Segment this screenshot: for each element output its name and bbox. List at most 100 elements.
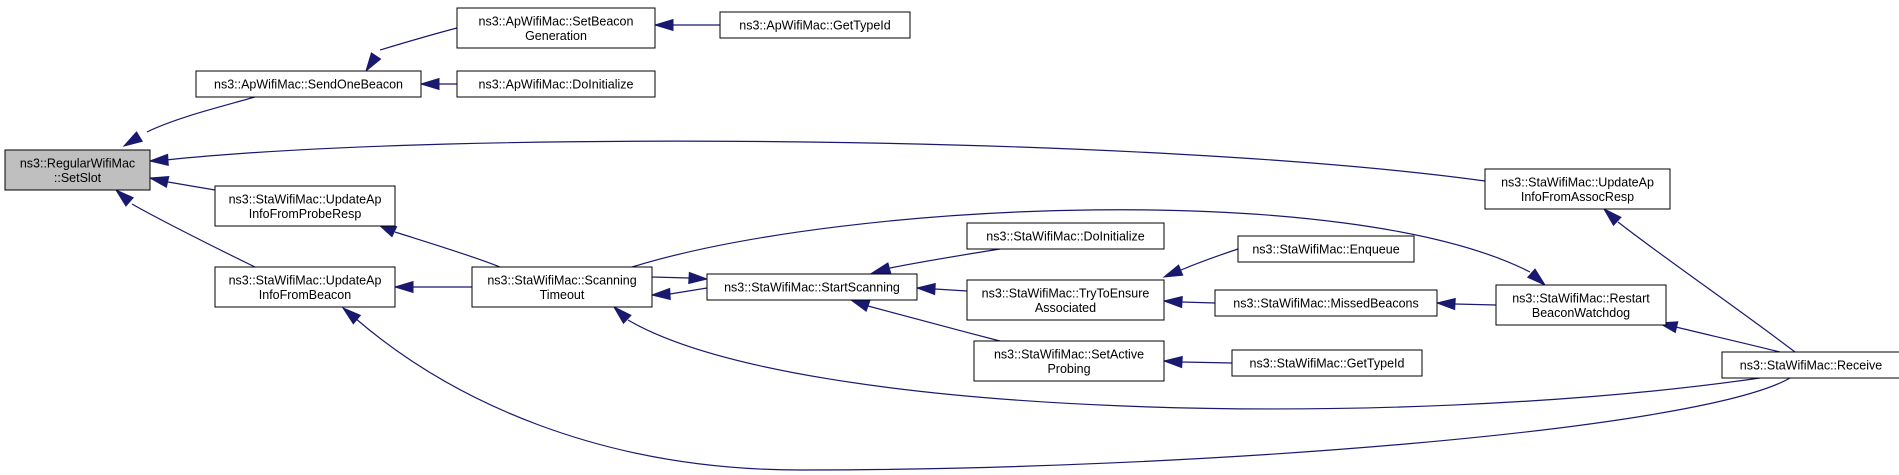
function-node[interactable]: ns3::ApWifiMac::GetTypeId [719,11,911,39]
edge-n9-to-n8 [650,287,708,301]
function-node[interactable]: ns3::StaWifiMac::MissedBeacons [1214,289,1438,317]
function-node[interactable]: ns3::StaWifiMac::UpdateApInfoFromAssocRe… [1484,168,1671,210]
arrowhead-icon [849,299,871,312]
arrowhead-icon [1162,355,1183,369]
node-label: ns3::StaWifiMac::UpdateAp [1501,175,1654,189]
arrowhead-icon [148,175,170,189]
function-node[interactable]: ns3::StaWifiMac::StartScanning [706,273,918,301]
node-label: BeaconWatchdog [1532,306,1630,320]
edge-n4-to-n1 [419,77,457,91]
node-box [966,222,1165,250]
node-box [214,266,396,308]
edge-n6-to-n0 [148,175,216,191]
node-label: ns3::StaWifiMac::StartScanning [724,281,900,295]
node-label: ns3::ApWifiMac::SetBeacon [479,14,634,28]
function-node[interactable]: ns3::ApWifiMac::SendOneBeacon [195,70,422,98]
edge-line [1675,326,1781,353]
function-node[interactable]: ns3::StaWifiMac::UpdateApInfoFromProbeRe… [214,185,396,227]
node-label: ns3::StaWifiMac::UpdateAp [229,273,382,287]
edge-n7-to-n0 [114,188,256,268]
edge-n8-to-n9 [651,271,709,285]
node-label: InfoFromAssocResp [1521,190,1634,204]
edge-line [1181,301,1216,304]
edge-n17-to-n7 [341,306,1791,471]
edge-n8-to-n16 [631,209,1547,287]
edge-n13-to-n11 [1162,248,1239,278]
node-box [456,70,656,98]
node-label: ns3::ApWifiMac::SendOneBeacon [214,78,403,92]
edge-line [1180,248,1239,271]
node-label: Probing [1047,362,1090,376]
node-label: ns3::StaWifiMac::UpdateAp [229,192,382,206]
function-node[interactable]: ns3::StaWifiMac::Receive [1721,351,1899,379]
function-node[interactable]: ns3::StaWifiMac::DoInitialize [966,222,1165,250]
edge-n17-to-n5 [1602,207,1796,353]
edge-line [651,276,690,279]
edge-n14-to-n11 [1162,295,1216,309]
edge-line [167,181,216,191]
node-label: ns3::StaWifiMac::TryToEnsure [982,286,1150,300]
node-box [195,70,422,98]
node-box [973,340,1165,382]
edge-line [1454,303,1497,306]
node-label: ns3::StaWifiMac::SetActive [994,347,1144,361]
arrowhead-icon [688,271,709,285]
node-label: ns3::StaWifiMac::Scanning [487,273,636,287]
node-label: Associated [1035,301,1096,315]
edge-line [131,203,256,268]
arrowhead-icon [365,52,382,73]
arrowhead-icon [1435,297,1456,311]
edge-n16-to-n14 [1435,297,1497,311]
node-label: ns3::StaWifiMac::DoInitialize [986,230,1144,244]
node-label: ns3::StaWifiMac::Receive [1740,359,1882,373]
node-label: InfoFromBeacon [259,288,351,302]
edge-line [669,287,708,295]
edge-n5-to-n0 [148,140,1486,182]
node-label: InfoFromProbeResp [249,207,362,221]
edge-line [165,140,1486,182]
node-box [1214,289,1438,317]
arrowhead-icon [870,262,892,274]
arrowhead-icon [915,282,936,296]
function-node[interactable]: ns3::StaWifiMac::GetTypeId [1231,349,1423,377]
node-label: ns3::ApWifiMac::DoInitialize [479,78,634,92]
node-label: ns3::ApWifiMac::GetTypeId [739,19,890,33]
node-box [214,185,396,227]
arrowhead-icon [650,287,671,301]
edge-layer [114,18,1796,471]
edge-n8-to-n7 [393,280,472,294]
function-node[interactable]: ns3::ApWifiMac::DoInitialize [456,70,656,98]
arrowhead-icon [341,306,362,325]
edge-n15-to-n12 [1162,355,1233,369]
arrowhead-icon [1526,268,1547,287]
edge-line [867,305,1001,342]
edge-n17-to-n8 [612,305,1761,410]
node-label: ::SetSlot [54,171,102,185]
node-box [706,273,918,301]
edge-line [1617,221,1796,353]
function-node[interactable]: ns3::StaWifiMac::Enqueue [1237,235,1415,263]
node-box [1237,235,1415,263]
arrowhead-icon [1162,264,1184,278]
node-box [966,279,1165,321]
node-label: Generation [525,29,587,43]
edge-line [627,319,1761,410]
node-box [1231,349,1423,377]
edge-line [354,317,1791,471]
edge-n2-to-n1 [365,27,458,73]
node-box [1721,351,1899,379]
edge-line [394,231,501,268]
node-box [4,149,151,191]
edge-line [379,27,458,51]
node-label: ns3::StaWifiMac::Enqueue [1252,243,1399,257]
edge-n1-to-n0 [122,96,256,147]
edge-line [146,96,256,133]
edge-n17-to-n16 [1657,321,1781,353]
